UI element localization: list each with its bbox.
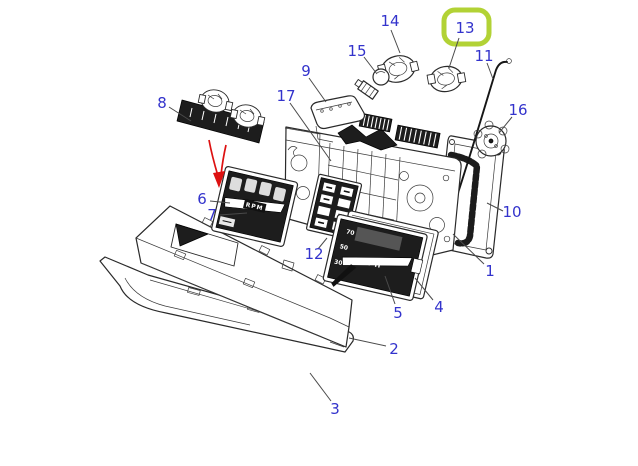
leader-line-15 — [363, 56, 378, 75]
top-cover — [310, 95, 366, 143]
bezel-housing — [135, 205, 353, 348]
red-locator-arrow — [208, 139, 227, 188]
wiring-harness — [337, 124, 398, 151]
callout-7[interactable]: 7 — [207, 206, 217, 224]
tach-dial-label: RPM — [245, 202, 264, 213]
switch-left — [197, 89, 234, 113]
speedo-tick-50: 50 — [339, 243, 349, 252]
leader-line-12 — [317, 237, 328, 250]
callout-13[interactable]: 13 — [455, 19, 474, 37]
callout-4[interactable]: 4 — [434, 298, 444, 316]
connector-16 — [473, 120, 510, 159]
leader-line-1 — [452, 233, 485, 265]
leader-line-14 — [390, 29, 401, 54]
speedo-tick-70: 70 — [345, 228, 355, 237]
leader-line-6 — [209, 200, 231, 204]
leader-line-7 — [219, 212, 248, 216]
speedo-tick-30: 30 — [333, 258, 343, 267]
edge-connector-strips — [358, 112, 441, 149]
leader-line-3 — [309, 372, 332, 402]
lamp-socket-13 — [426, 65, 467, 93]
callout-11[interactable]: 11 — [474, 47, 493, 65]
leader-line-10 — [486, 202, 504, 212]
callout-6[interactable]: 6 — [197, 190, 207, 208]
highlight-box-13 — [441, 7, 492, 47]
callout-5[interactable]: 5 — [393, 304, 403, 322]
leader-line-5 — [384, 275, 396, 305]
speedo-pointer — [342, 256, 413, 267]
gasket-seal — [447, 151, 481, 247]
leader-line-8 — [168, 106, 192, 122]
leader-line-17 — [289, 102, 332, 162]
callout-8[interactable]: 8 — [157, 94, 167, 112]
callout-14[interactable]: 14 — [380, 12, 399, 30]
callout-15[interactable]: 15 — [347, 42, 366, 60]
speedometer-assembly: 70 50 30 MPH — [322, 210, 439, 301]
leader-line-4 — [414, 277, 434, 301]
callout-9[interactable]: 9 — [301, 62, 311, 80]
switch-bracket — [176, 89, 266, 144]
leader-line-2 — [348, 337, 387, 347]
tachometer-gauge: RPM — [211, 165, 299, 247]
callout-12[interactable]: 12 — [304, 245, 323, 263]
bulb-15 — [354, 68, 390, 100]
callout-17[interactable]: 17 — [276, 87, 295, 105]
callout-1[interactable]: 1 — [485, 262, 495, 280]
callout-3[interactable]: 3 — [330, 400, 340, 418]
leader-line-13 — [448, 37, 460, 69]
leader-line-9 — [308, 77, 327, 103]
speedo-needle — [331, 264, 357, 287]
callout-16[interactable]: 16 — [508, 101, 527, 119]
leader-line-16 — [498, 116, 513, 134]
callout-10[interactable]: 10 — [502, 203, 521, 221]
switch-right — [229, 104, 266, 128]
callout-2[interactable]: 2 — [389, 340, 399, 358]
leader-line-11 — [486, 62, 494, 80]
